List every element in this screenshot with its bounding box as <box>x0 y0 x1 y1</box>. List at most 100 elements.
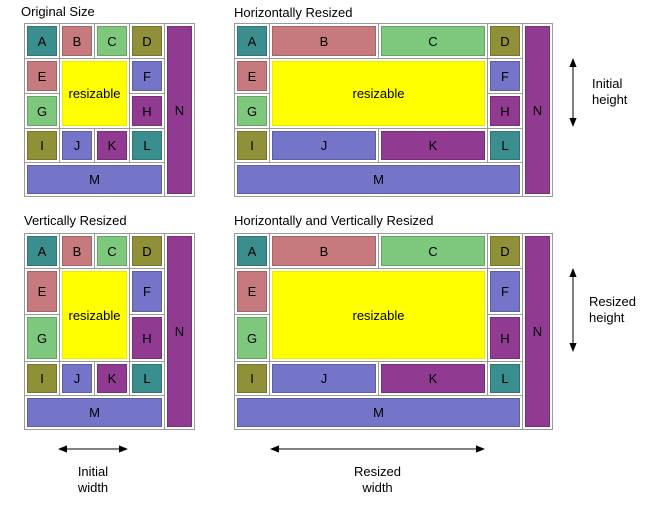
cell-H: H <box>129 314 165 362</box>
cell-N-label: N <box>532 102 543 118</box>
cell-M: M <box>24 395 165 430</box>
cell-L: L <box>129 128 165 163</box>
cell-A: A <box>234 233 270 269</box>
cell-resizable-label: resizable <box>68 307 121 323</box>
cell-L: L <box>487 361 523 396</box>
initial-height-arrow <box>567 58 579 127</box>
cell-J-label: J <box>73 371 81 386</box>
cell-D: D <box>129 233 165 269</box>
title-horizontally-resized: Horizontally Resized <box>234 5 353 20</box>
cell-N: N <box>522 233 553 430</box>
horizontal-double-arrow-icon <box>58 445 128 453</box>
vertical-double-arrow-icon <box>569 268 577 352</box>
cell-G: G <box>24 93 60 129</box>
initial-width-label: Initial width <box>48 464 138 496</box>
cell-K-label: K <box>428 138 438 153</box>
cell-K: K <box>378 361 488 396</box>
cell-A-label: A <box>37 33 47 49</box>
initial-width-line1: Initial <box>77 464 109 479</box>
cell-C-label: C <box>107 33 117 49</box>
cell-M-label: M <box>89 405 100 420</box>
cell-N: N <box>164 23 195 197</box>
cell-F: F <box>487 58 523 94</box>
cell-G: G <box>234 314 270 362</box>
cell-G: G <box>234 93 270 129</box>
cell-I: I <box>24 128 60 163</box>
cell-F: F <box>129 268 165 315</box>
cell-B-label: B <box>319 33 329 49</box>
cell-M-label: M <box>89 172 100 187</box>
cell-K: K <box>378 128 488 163</box>
cell-H: H <box>487 314 523 362</box>
cell-D: D <box>487 23 523 59</box>
initial-height-label: Initial height <box>592 76 627 108</box>
cell-N-label: N <box>532 324 543 339</box>
panel-vertically-resized: A B C D E resizable F G H I J K L M N <box>24 233 195 430</box>
cell-B: B <box>269 23 379 59</box>
cell-L-label: L <box>143 138 151 153</box>
cell-D-label: D <box>500 243 510 259</box>
cell-G-label: G <box>36 330 48 346</box>
cell-N-label: N <box>174 102 185 118</box>
cell-L: L <box>129 361 165 396</box>
title-original-size: Original Size <box>21 4 95 19</box>
cell-H-label: H <box>500 330 510 346</box>
cell-M-label: M <box>373 172 384 187</box>
cell-resizable: resizable <box>269 58 488 129</box>
cell-M-label: M <box>373 405 384 420</box>
cell-A: A <box>24 233 60 269</box>
cell-B: B <box>59 23 95 59</box>
cell-E: E <box>234 58 270 94</box>
cell-I-label: I <box>40 138 44 153</box>
cell-resizable: resizable <box>269 268 488 362</box>
cell-resizable: resizable <box>59 268 130 362</box>
panel-horizontally-resized: A B C D E resizable F G H I J K L M N <box>234 23 553 197</box>
cell-H: H <box>129 93 165 129</box>
cell-D: D <box>487 233 523 269</box>
horizontal-double-arrow-icon <box>270 445 485 453</box>
cell-A: A <box>24 23 60 59</box>
cell-I: I <box>234 361 270 396</box>
resized-width-line2: width <box>362 480 393 495</box>
cell-E-label: E <box>37 68 47 84</box>
cell-G-label: G <box>36 103 48 119</box>
cell-G: G <box>24 314 60 362</box>
cell-K: K <box>94 128 130 163</box>
cell-C: C <box>378 233 488 269</box>
resized-height-label: Resized height <box>589 294 636 326</box>
cell-resizable-label: resizable <box>68 86 121 101</box>
cell-A-label: A <box>247 33 257 49</box>
resized-width-arrow <box>270 443 485 455</box>
cell-D-label: D <box>142 243 152 259</box>
cell-K-label: K <box>107 371 117 386</box>
cell-C: C <box>94 233 130 269</box>
cell-F-label: F <box>143 284 151 299</box>
cell-M: M <box>24 162 165 197</box>
cell-N: N <box>164 233 195 430</box>
cell-K-label: K <box>428 371 438 386</box>
cell-resizable-label: resizable <box>352 307 405 323</box>
cell-H-label: H <box>142 330 152 346</box>
cell-E: E <box>24 268 60 315</box>
panel-original-size: A B C D E resizable F G H I J K L M N <box>24 23 195 197</box>
cell-F: F <box>129 58 165 94</box>
cell-G-label: G <box>246 330 258 346</box>
cell-M: M <box>234 395 523 430</box>
cell-H: H <box>487 93 523 129</box>
cell-resizable-label: resizable <box>352 86 405 101</box>
cell-E: E <box>234 268 270 315</box>
cell-L-label: L <box>143 371 151 386</box>
cell-J-label: J <box>320 371 328 386</box>
cell-C: C <box>94 23 130 59</box>
cell-J: J <box>269 361 379 396</box>
cell-E: E <box>24 58 60 94</box>
cell-J: J <box>59 128 95 163</box>
cell-D: D <box>129 23 165 59</box>
cell-J-label: J <box>73 138 81 153</box>
cell-K: K <box>94 361 130 396</box>
cell-F-label: F <box>143 68 151 84</box>
cell-J: J <box>269 128 379 163</box>
panel-horizontally-and-vertically-resized: A B C D E resizable F G H I J K L M N <box>234 233 553 430</box>
cell-C-label: C <box>428 243 438 259</box>
